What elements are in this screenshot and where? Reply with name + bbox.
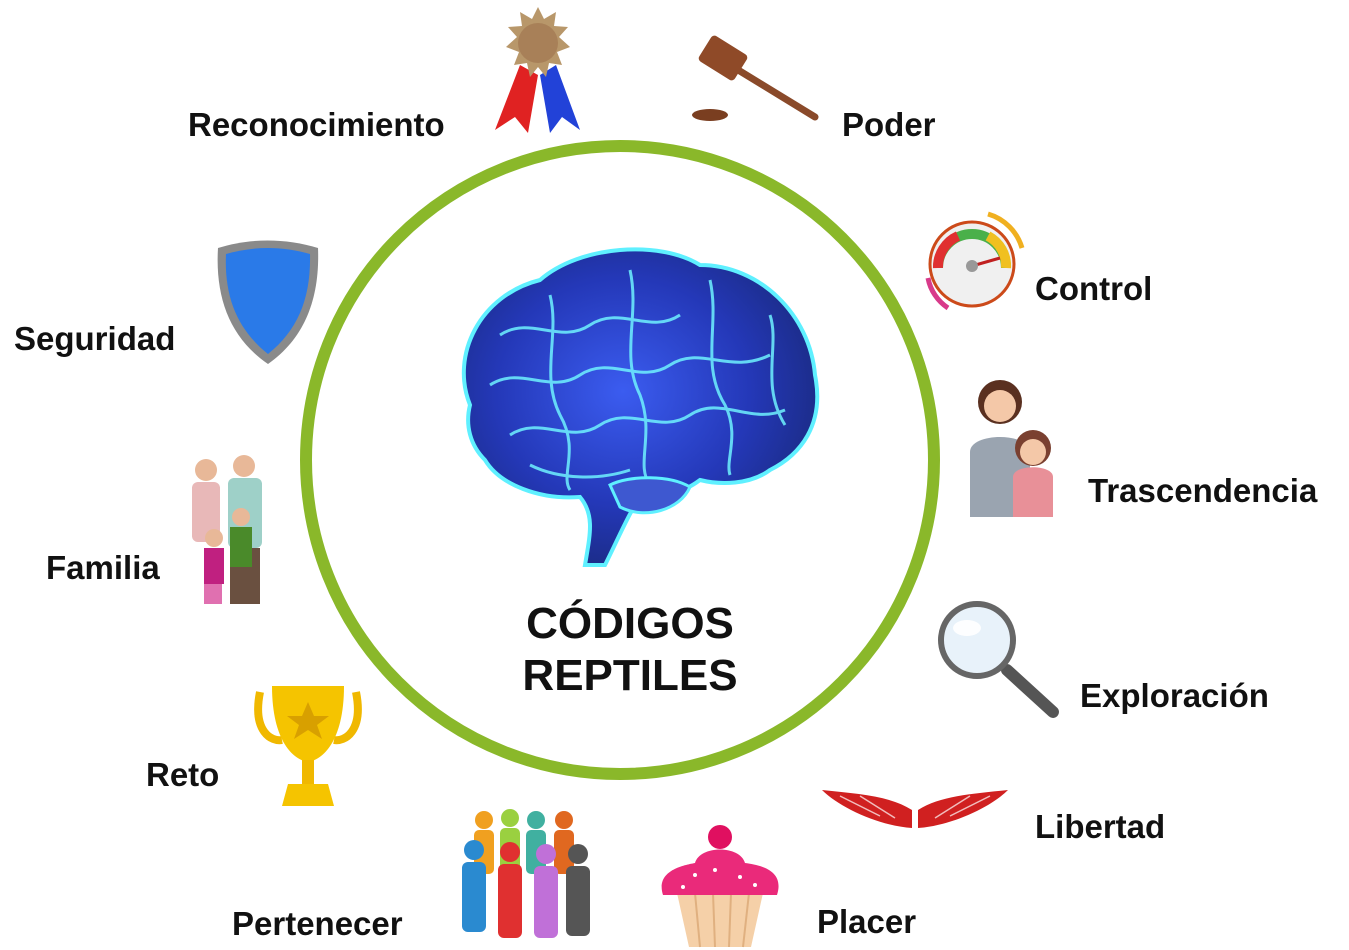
gavel-icon (692, 35, 819, 121)
label-placer: Placer (817, 903, 917, 940)
family-icon (192, 455, 262, 604)
wings-icon (822, 790, 1008, 828)
trophy-icon (254, 686, 362, 806)
medal-icon (495, 7, 580, 133)
label-familia: Familia (46, 549, 160, 586)
brain-icon (461, 247, 820, 567)
gauge-icon (925, 211, 1025, 311)
center-title: CÓDIGOS REPTILES (480, 598, 780, 702)
label-seguridad: Seguridad (14, 320, 176, 357)
label-reconocimiento: Reconocimiento (188, 106, 445, 143)
people-icon (462, 809, 590, 938)
label-pertenecer: Pertenecer (232, 905, 403, 942)
center-title-line-1: CÓDIGOS (526, 599, 734, 648)
label-reto: Reto (146, 756, 220, 793)
mother-child-icon (970, 380, 1053, 517)
center-title-line-2: REPTILES (522, 651, 738, 700)
magnifier-icon (938, 601, 1059, 718)
label-trascendencia: Trascendencia (1088, 472, 1318, 509)
label-libertad: Libertad (1035, 808, 1166, 845)
label-poder: Poder (842, 106, 936, 143)
label-control: Control (1035, 270, 1153, 307)
cupcake-icon (661, 825, 779, 948)
shield-icon (217, 240, 319, 364)
label-exploracion: Exploración (1080, 677, 1269, 714)
